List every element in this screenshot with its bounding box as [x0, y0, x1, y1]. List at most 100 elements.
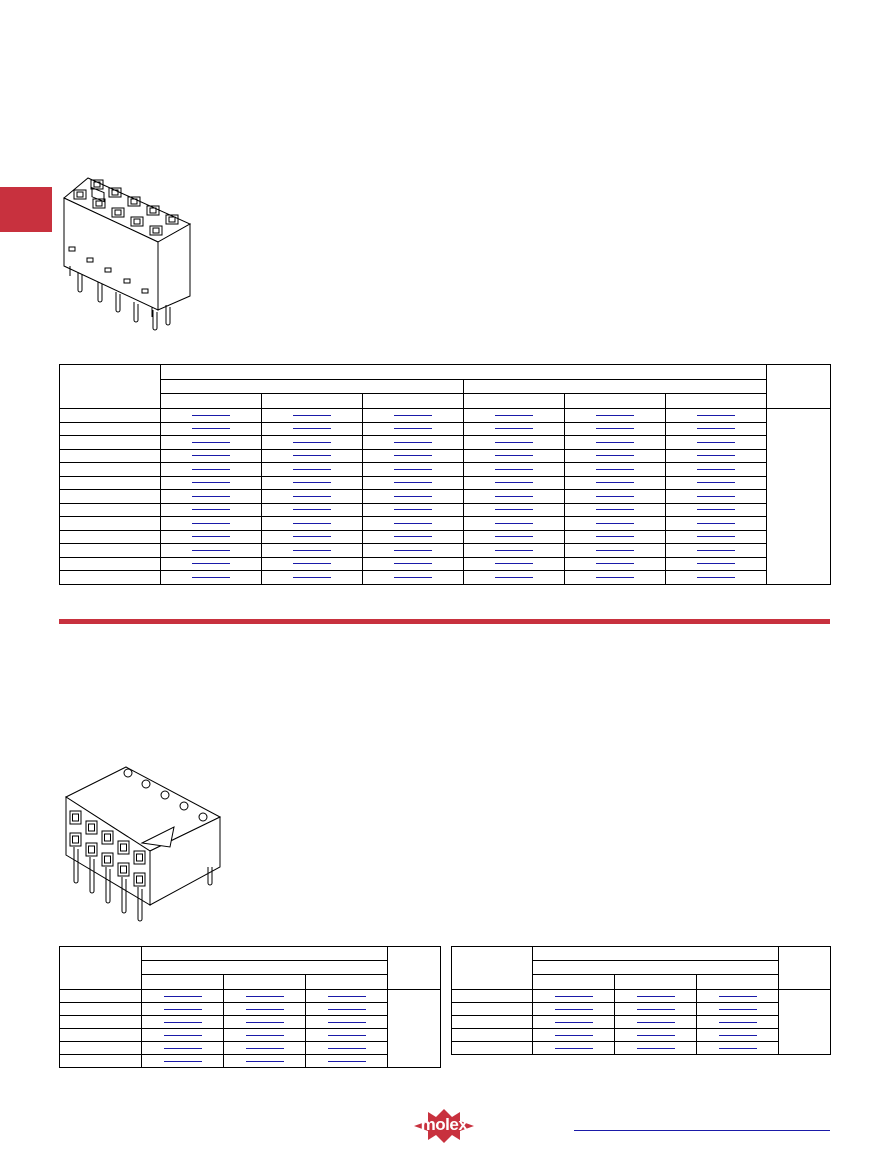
part-number-link[interactable]	[718, 1021, 757, 1023]
part-number-link[interactable]	[596, 549, 634, 551]
part-number-link[interactable]	[697, 536, 736, 538]
part-number-link[interactable]	[697, 455, 736, 457]
part-number-link[interactable]	[192, 455, 230, 457]
part-number-link[interactable]	[596, 455, 634, 457]
part-number-link[interactable]	[192, 576, 230, 578]
part-number-link[interactable]	[554, 1021, 593, 1023]
part-number-link[interactable]	[394, 576, 432, 578]
part-number-link[interactable]	[596, 509, 634, 511]
part-number-link[interactable]	[192, 536, 230, 538]
footer-website-link[interactable]	[574, 1130, 830, 1131]
part-number-link[interactable]	[596, 563, 634, 565]
part-number-link[interactable]	[596, 482, 634, 484]
part-number-link[interactable]	[192, 522, 230, 524]
part-number-link[interactable]	[192, 414, 230, 416]
part-number-link[interactable]	[394, 509, 432, 511]
part-number-link[interactable]	[394, 428, 432, 430]
part-number-link[interactable]	[245, 1060, 284, 1062]
part-number-link[interactable]	[394, 495, 432, 497]
part-number-link[interactable]	[697, 509, 736, 511]
part-number-link[interactable]	[293, 495, 331, 497]
part-number-link[interactable]	[697, 414, 736, 416]
part-number-link[interactable]	[163, 1034, 202, 1036]
part-number-link[interactable]	[636, 1021, 675, 1023]
part-number-link[interactable]	[293, 563, 331, 565]
part-number-link[interactable]	[495, 441, 533, 443]
part-number-link[interactable]	[327, 1034, 366, 1036]
part-number-link[interactable]	[596, 428, 634, 430]
part-number-link[interactable]	[293, 441, 331, 443]
part-number-link[interactable]	[596, 441, 634, 443]
part-number-link[interactable]	[697, 482, 736, 484]
part-number-link[interactable]	[495, 482, 533, 484]
part-number-link[interactable]	[245, 1021, 284, 1023]
part-number-link[interactable]	[163, 1047, 202, 1049]
part-number-link[interactable]	[192, 468, 230, 470]
part-number-link[interactable]	[293, 482, 331, 484]
part-number-link[interactable]	[192, 482, 230, 484]
part-number-link[interactable]	[636, 1034, 675, 1036]
part-number-link[interactable]	[192, 549, 230, 551]
part-number-link[interactable]	[718, 995, 757, 997]
part-number-link[interactable]	[293, 455, 331, 457]
part-number-link[interactable]	[495, 509, 533, 511]
part-number-link[interactable]	[394, 441, 432, 443]
part-number-link[interactable]	[718, 1034, 757, 1036]
part-number-link[interactable]	[394, 522, 432, 524]
part-number-link[interactable]	[245, 1047, 284, 1049]
part-number-link[interactable]	[245, 995, 284, 997]
part-number-link[interactable]	[596, 522, 634, 524]
part-number-link[interactable]	[245, 1034, 284, 1036]
part-number-link[interactable]	[596, 414, 634, 416]
part-number-link[interactable]	[394, 563, 432, 565]
part-number-link[interactable]	[495, 549, 533, 551]
part-number-link[interactable]	[495, 428, 533, 430]
part-number-link[interactable]	[697, 522, 736, 524]
part-number-link[interactable]	[554, 1034, 593, 1036]
part-number-link[interactable]	[554, 1047, 593, 1049]
part-number-link[interactable]	[718, 1047, 757, 1049]
part-number-link[interactable]	[697, 468, 736, 470]
part-number-link[interactable]	[495, 563, 533, 565]
part-number-link[interactable]	[636, 995, 675, 997]
part-number-link[interactable]	[394, 549, 432, 551]
part-number-link[interactable]	[293, 414, 331, 416]
part-number-link[interactable]	[327, 1008, 366, 1010]
part-number-link[interactable]	[495, 468, 533, 470]
part-number-link[interactable]	[596, 495, 634, 497]
part-number-link[interactable]	[192, 563, 230, 565]
part-number-link[interactable]	[293, 509, 331, 511]
part-number-link[interactable]	[192, 509, 230, 511]
part-number-link[interactable]	[554, 995, 593, 997]
part-number-link[interactable]	[394, 468, 432, 470]
part-number-link[interactable]	[394, 482, 432, 484]
part-number-link[interactable]	[327, 1047, 366, 1049]
part-number-link[interactable]	[697, 549, 736, 551]
part-number-link[interactable]	[163, 1060, 202, 1062]
part-number-link[interactable]	[636, 1008, 675, 1010]
part-number-link[interactable]	[394, 536, 432, 538]
part-number-link[interactable]	[394, 414, 432, 416]
part-number-link[interactable]	[394, 455, 432, 457]
part-number-link[interactable]	[636, 1047, 675, 1049]
part-number-link[interactable]	[495, 536, 533, 538]
part-number-link[interactable]	[554, 1008, 593, 1010]
part-number-link[interactable]	[163, 1021, 202, 1023]
part-number-link[interactable]	[245, 1008, 284, 1010]
part-number-link[interactable]	[293, 468, 331, 470]
part-number-link[interactable]	[327, 995, 366, 997]
part-number-link[interactable]	[327, 1021, 366, 1023]
part-number-link[interactable]	[495, 414, 533, 416]
part-number-link[interactable]	[495, 522, 533, 524]
part-number-link[interactable]	[495, 455, 533, 457]
part-number-link[interactable]	[293, 576, 331, 578]
part-number-link[interactable]	[192, 441, 230, 443]
part-number-link[interactable]	[596, 576, 634, 578]
part-number-link[interactable]	[697, 576, 736, 578]
part-number-link[interactable]	[495, 576, 533, 578]
part-number-link[interactable]	[697, 428, 736, 430]
part-number-link[interactable]	[697, 563, 736, 565]
part-number-link[interactable]	[697, 441, 736, 443]
part-number-link[interactable]	[293, 536, 331, 538]
part-number-link[interactable]	[293, 549, 331, 551]
